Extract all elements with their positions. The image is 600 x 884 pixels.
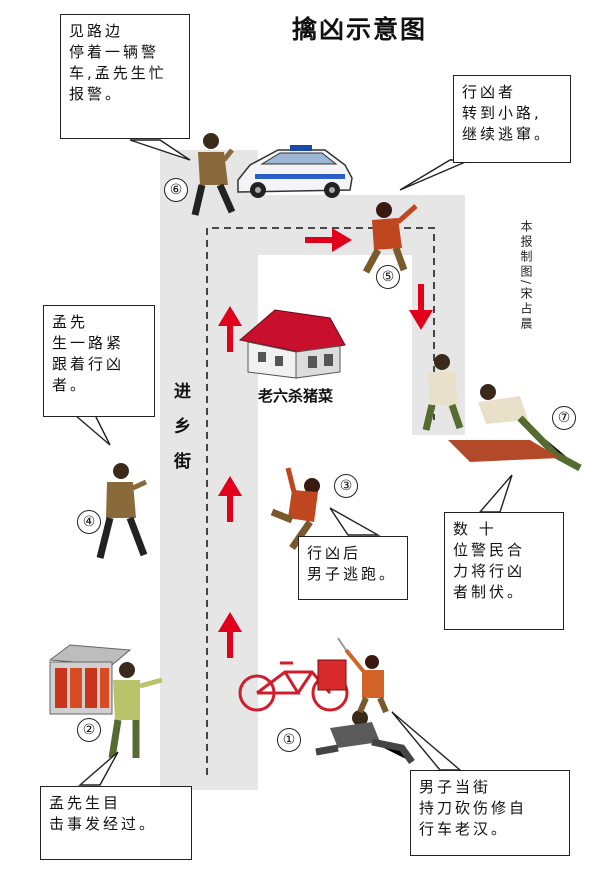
credit-label: 本报制图/宋占晨 (519, 220, 533, 333)
bike-crate (317, 659, 347, 691)
callout-5: 行凶者 转到小路, 继续逃窜。 (453, 75, 571, 163)
callout-1: 男子当街 持刀砍伤修自 行车老汉。 (410, 770, 570, 856)
marker-1: ① (277, 728, 301, 752)
figure-7-arrest-icon (422, 354, 582, 472)
figure-5-suspect-icon (362, 202, 418, 274)
kiosk-icon (48, 644, 132, 715)
bicycle-icon (238, 661, 349, 712)
callout-3: 行凶后 男子逃跑。 (298, 536, 408, 600)
marker-4: ④ (77, 510, 101, 534)
marker-5: ⑤ (376, 265, 400, 289)
arrow-down (409, 284, 433, 330)
callout-7: 数 十 位警民合 力将行凶 者制伏。 (444, 512, 564, 630)
callout-2: 孟先生目 击事发经过。 (40, 786, 192, 860)
figure-1-attacker-icon (337, 637, 389, 714)
landmark-label: 老六杀猪菜 (258, 387, 334, 405)
chase-route (206, 227, 435, 775)
callout-6: 见路边 停着一辆警 车,孟先生忙 报警。 (60, 14, 190, 139)
arrow-right (305, 228, 352, 252)
figure-6-witness-icon (191, 133, 236, 216)
marker-6: ⑥ (164, 178, 188, 202)
police-car-icon (237, 145, 353, 198)
figure-2-witness-icon (108, 662, 163, 759)
marker-7: ⑦ (552, 406, 576, 430)
inner-cut (258, 255, 412, 265)
arrow-up-3 (218, 306, 242, 352)
arrow-up-2 (218, 476, 242, 522)
marker-3: ③ (334, 474, 358, 498)
direction-arrows (218, 228, 433, 658)
figure-4-witness-icon (96, 463, 148, 559)
figure-3-suspect-icon (270, 467, 320, 550)
arrow-up-1 (218, 612, 242, 658)
street-name-label: 进乡街 (170, 382, 190, 487)
marker-2: ② (77, 718, 101, 742)
callout-4: 孟先 生一路紧 跟着行凶 者。 (43, 305, 155, 417)
restaurant-house-icon (238, 309, 346, 379)
diagram-title: 擒凶示意图 (292, 15, 428, 44)
figure-1-victim-icon (315, 710, 415, 765)
